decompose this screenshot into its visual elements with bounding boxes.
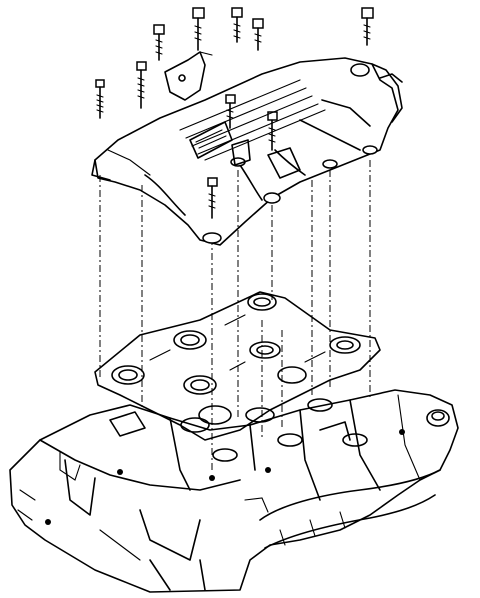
bolt-icon (192, 7, 205, 51)
bolt-icon (95, 79, 105, 119)
engine-block-lower-manifold (9, 389, 459, 593)
intake-gasket (94, 291, 381, 441)
bolt-icon (207, 177, 218, 219)
bolt-icon (267, 111, 278, 151)
bolt-icon (153, 24, 165, 61)
bolt-icon (231, 7, 243, 43)
alignment-lines (99, 160, 371, 470)
bolt-icon (136, 61, 147, 109)
bolt-icon (361, 7, 374, 46)
bolt-icon (252, 18, 264, 51)
bolts (95, 7, 374, 219)
upper-intake-manifold (91, 51, 403, 246)
bolt-icon (225, 94, 236, 129)
